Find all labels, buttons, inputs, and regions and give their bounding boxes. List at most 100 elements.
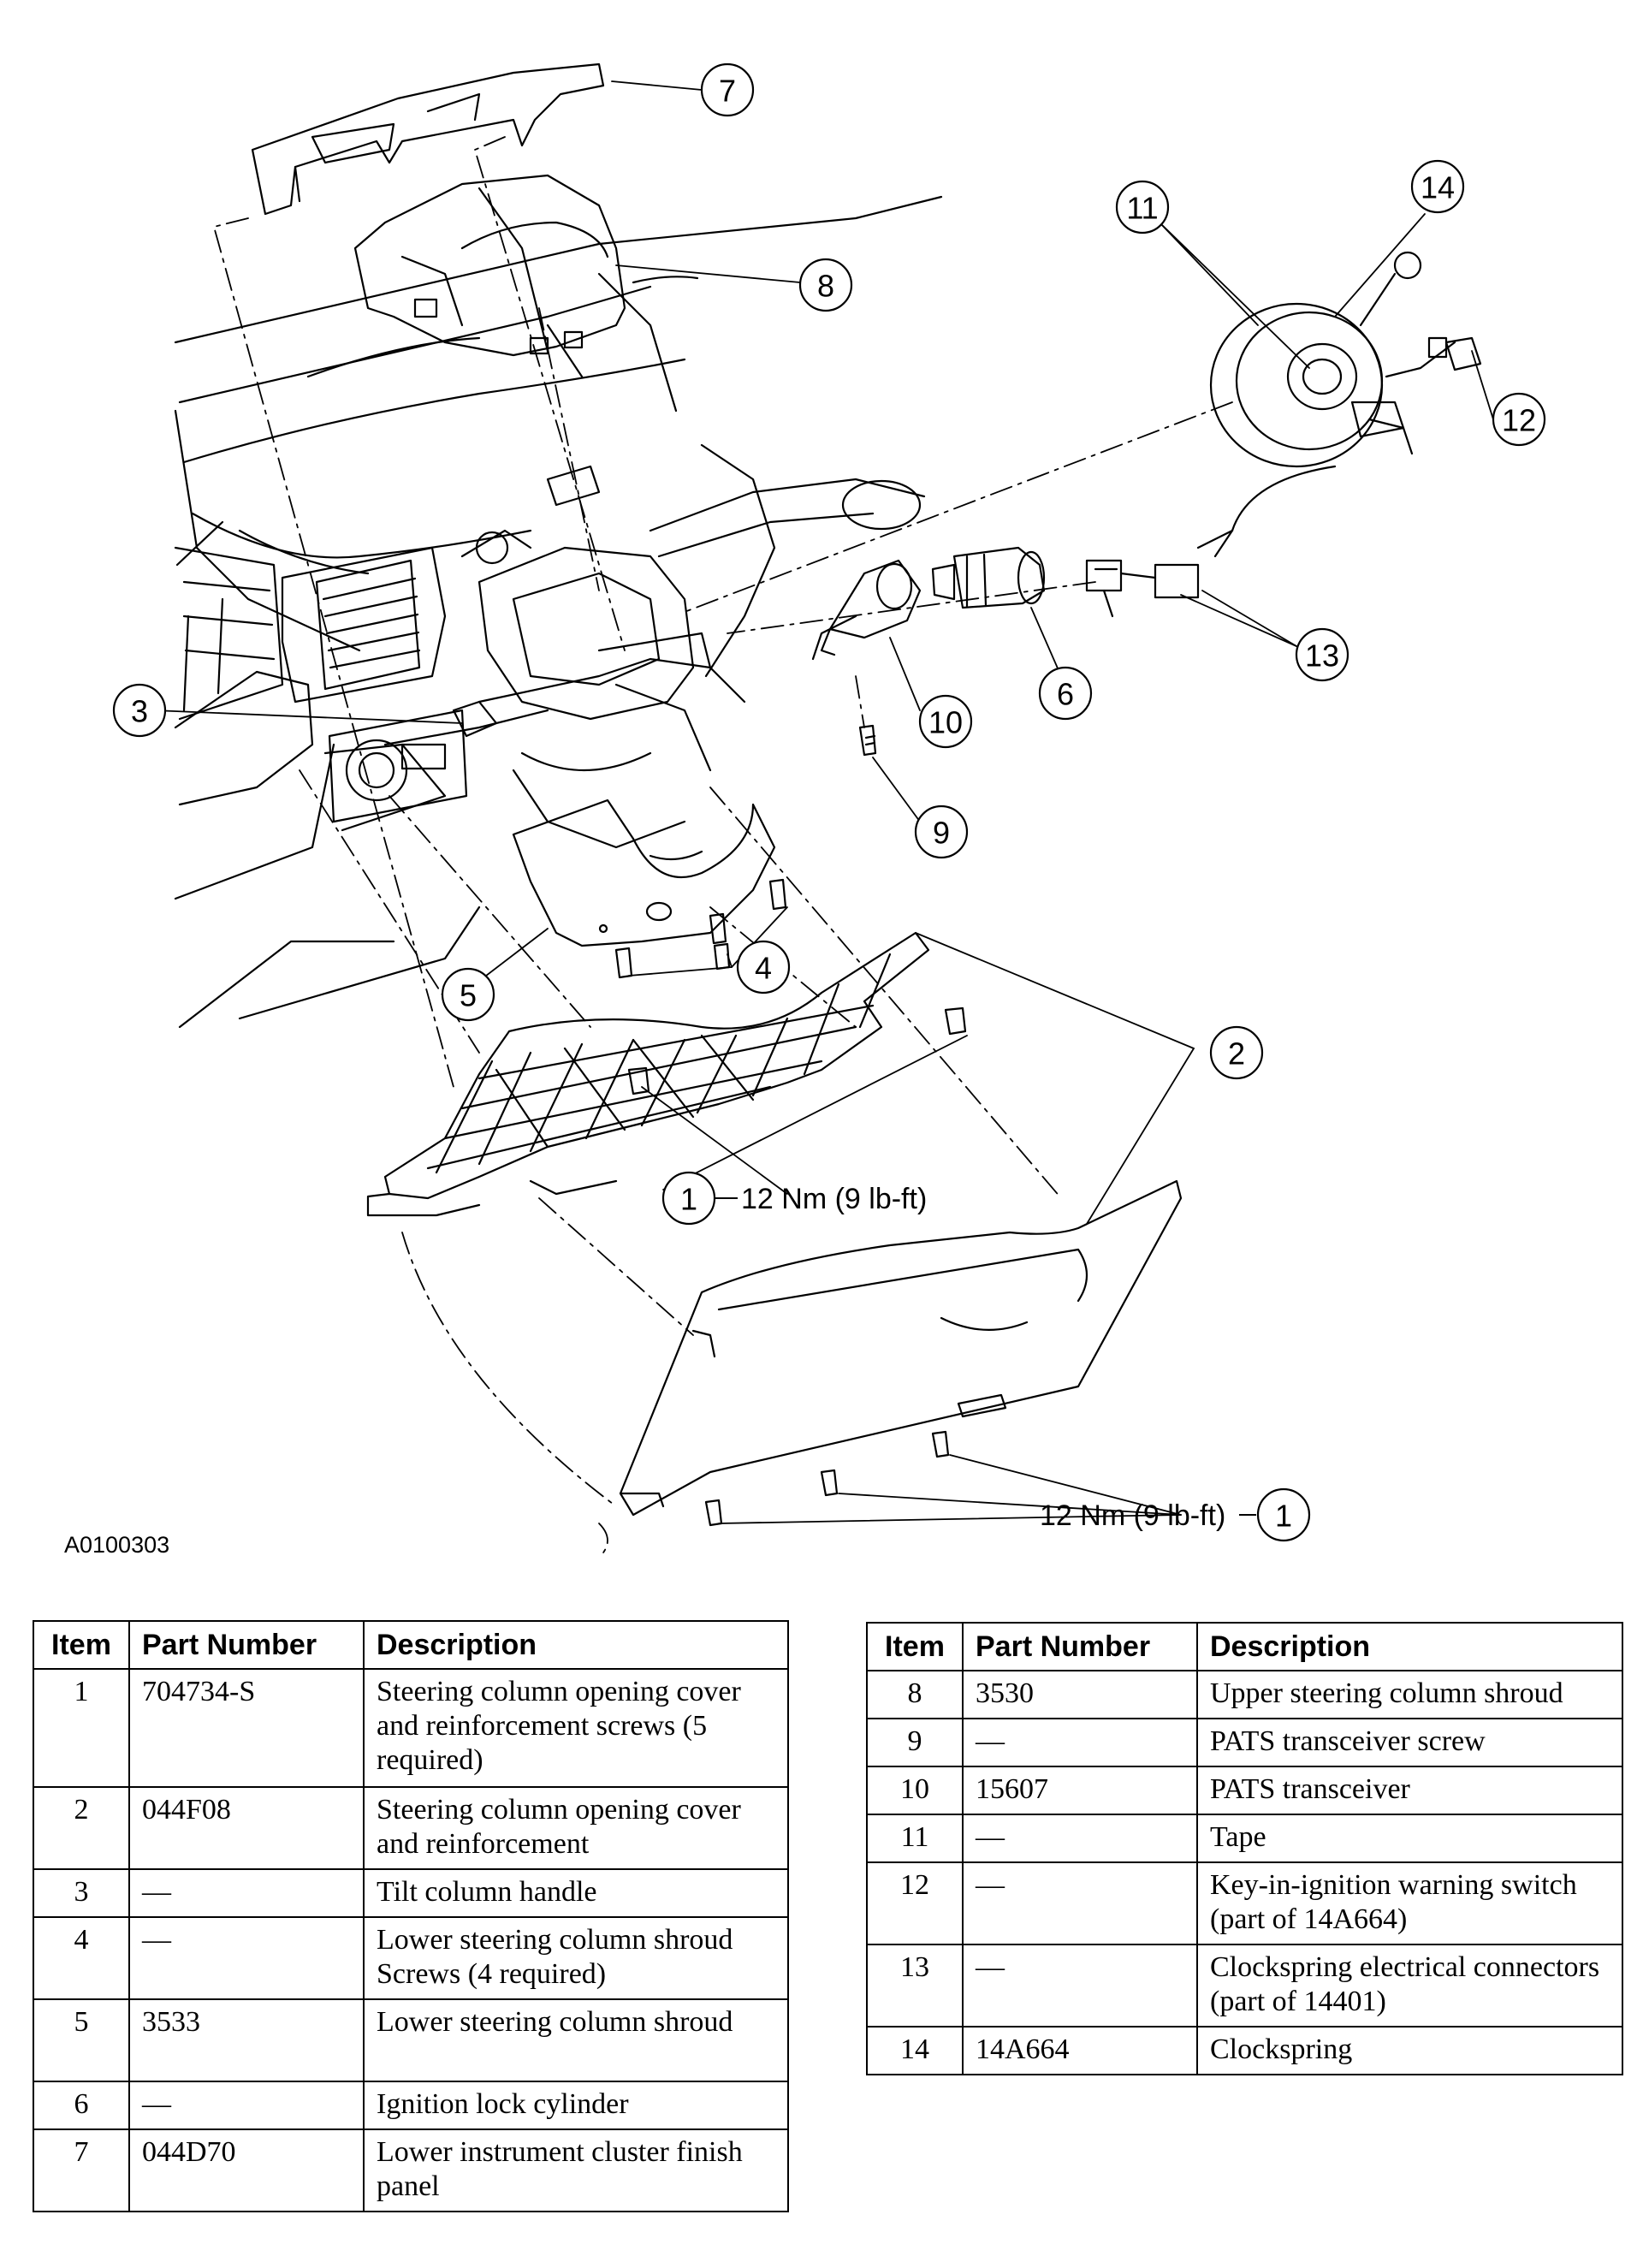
callout-circle-8 [798,258,853,312]
item-number: 2 [33,1786,130,1870]
exploded-view-diagram: 7 8 11 14 12 13 6 10 9 3 4 5 2 1 1 12 Nm… [112,62,1546,1559]
part-description: Upper steering column shroud [1196,1670,1623,1719]
part-number: 3533 [128,1998,365,2082]
part-description: Lower steering column shroud [363,1998,789,2082]
part-description: Key-in-ignition warning switch (part of … [1196,1861,1623,1945]
callout-circle-2 [1209,1025,1264,1080]
part-description: Clockspring electrical connectors (part … [1196,1944,1623,2028]
part-description: Steering column opening cover and reinfo… [363,1786,789,1870]
callout-circle-5 [441,967,495,1022]
part-description: Tilt column handle [363,1868,789,1918]
part-ignition-lock-cylinder [931,546,1046,609]
header-item: Item [866,1622,964,1671]
part-opening-cover [619,1179,1183,1517]
callout-9: 9 [933,816,950,851]
part-upper-shroud [353,174,626,357]
headlamp-switch [328,709,468,823]
part-number: 044D70 [128,2128,365,2212]
part-pats-screw [858,724,877,757]
callout-circle-11 [1115,180,1170,235]
table-row: 9—PATS transceiver screw [866,1718,1623,1767]
item-number: 11 [866,1814,964,1863]
part-number: — [962,1861,1198,1945]
header-item: Item [33,1620,130,1670]
callout-6: 6 [1057,677,1074,712]
callout-circle-7 [700,62,755,117]
torque-label-lower: 12 Nm (9 lb-ft) [1040,1499,1225,1532]
callout-7: 7 [719,74,736,109]
table-row: 3—Tilt column handle [33,1868,789,1918]
callout-circle-6 [1038,666,1093,721]
part-number: — [128,1868,365,1918]
item-number: 9 [866,1718,964,1767]
part-clockspring-connectors [1085,465,1337,618]
part-lower-shroud [512,799,776,947]
part-description: Ignition lock cylinder [363,2081,789,2130]
header-description: Description [363,1620,789,1670]
header-part-number: Part Number [962,1622,1198,1671]
part-key-in-ignition-switch [1427,336,1482,371]
alignment-lines [213,136,1233,1559]
callout-4: 4 [755,951,772,986]
part-finish-panel [251,62,605,216]
item-number: 1 [33,1668,130,1788]
table-row: 4—Lower steering column shroud Screws (4… [33,1916,789,2000]
part-number: — [128,2081,365,2130]
item-number: 6 [33,2081,130,2130]
part-number: 14A664 [962,2026,1198,2075]
part-description: Steering column opening cover and reinfo… [363,1668,789,1788]
callout-circle-3 [112,683,167,738]
callout-circle-12 [1492,392,1546,447]
item-number: 7 [33,2128,130,2212]
header-description: Description [1196,1622,1623,1671]
item-number: 3 [33,1868,130,1918]
callout-14: 14 [1421,170,1455,205]
air-vent [174,546,447,721]
callout-circle-14 [1410,159,1465,214]
table-row: 6—Ignition lock cylinder [33,2081,789,2130]
part-number: — [962,1944,1198,2028]
callout-circle-1 [661,1171,716,1226]
callout-13: 13 [1305,638,1339,674]
item-number: 10 [866,1766,964,1815]
leader-lines [153,80,1494,1524]
callout-1-upper: 1 [680,1182,697,1217]
table-row: 12—Key-in-ignition warning switch (part … [866,1861,1623,1945]
callout-8: 8 [817,269,834,304]
part-pats-transceiver [811,559,922,661]
callout-1-lower: 1 [1275,1499,1292,1534]
steering-column [452,465,926,849]
item-number: 8 [866,1670,964,1719]
item-number: 4 [33,1916,130,2000]
callout-12: 12 [1502,403,1536,438]
callout-circle-13 [1295,627,1349,682]
part-reinforcement [366,931,930,1217]
part-description: Lower instrument cluster finish panel [363,2128,789,2212]
part-number: — [962,1814,1198,1863]
table-row: 11—Tape [866,1814,1623,1863]
part-description: Lower steering column shroud Screws (4 r… [363,1916,789,2000]
callout-circle-1b [1256,1487,1311,1542]
part-description: Tape [1196,1814,1623,1863]
part-description: Clockspring [1196,2026,1623,2075]
callout-2: 2 [1228,1036,1245,1072]
part-number: 044F08 [128,1786,365,1870]
part-clockspring [1209,251,1456,468]
callout-circle-4 [736,940,791,994]
torque-label-upper: 12 Nm (9 lb-ft) [741,1183,927,1215]
part-description: PATS transceiver [1196,1766,1623,1815]
callout-circle-9 [914,804,969,859]
header-part-number: Part Number [128,1620,365,1670]
item-number: 5 [33,1998,130,2082]
part-number: 15607 [962,1766,1198,1815]
part-number: — [128,1916,365,2000]
item-number: 13 [866,1944,964,2028]
part-description: PATS transceiver screw [1196,1718,1623,1767]
item-number: 12 [866,1861,964,1945]
